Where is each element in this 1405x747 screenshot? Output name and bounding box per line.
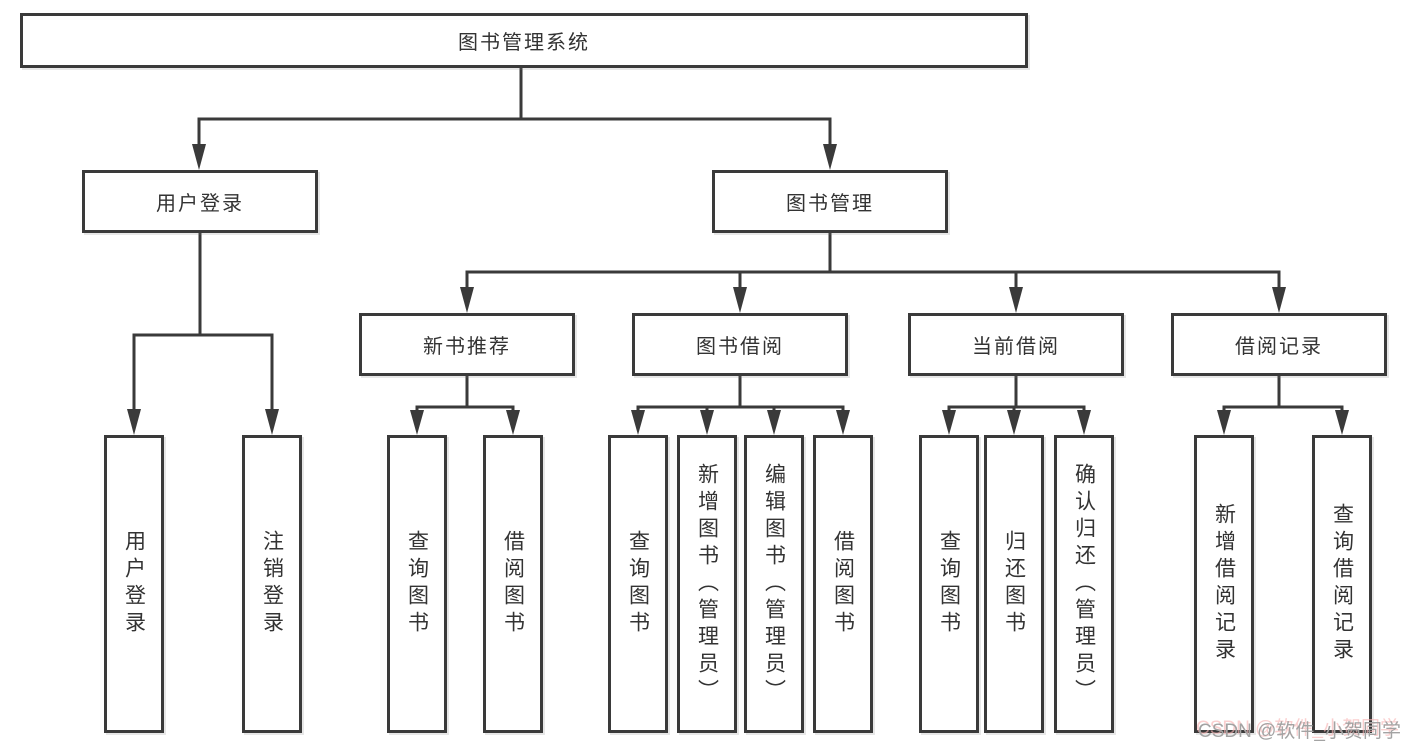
node-borrow-books-leaf: 借阅图书 [813, 435, 873, 733]
node-add-books-admin: 新增图书（管理员） [677, 435, 737, 733]
node-label: 编辑图书（管理员） [762, 462, 786, 706]
watermark: CSDN @软件_小贺同学 [1198, 721, 1401, 742]
node-library-management-system: 图书管理系统 [20, 13, 1028, 68]
node-query-borrow-record: 查询借阅记录 [1312, 435, 1372, 733]
node-borrow-books-recommend: 借阅图书 [483, 435, 543, 733]
node-edit-books-admin: 编辑图书（管理员） [744, 435, 804, 733]
node-add-borrow-record: 新增借阅记录 [1194, 435, 1254, 733]
node-user-login-leaf: 用户登录 [104, 435, 164, 733]
node-label: 注销登录 [260, 530, 284, 638]
arrow-down-icons [127, 144, 1349, 435]
node-confirm-return-admin: 确认归还（管理员） [1054, 435, 1114, 733]
node-label: 新增图书（管理员） [695, 462, 719, 706]
node-book-management: 图书管理 [712, 170, 948, 233]
node-logout-leaf: 注销登录 [242, 435, 302, 733]
node-label: 查询图书 [405, 530, 429, 638]
node-label: 新书推荐 [423, 336, 511, 358]
node-label: 用户登录 [122, 530, 146, 638]
node-new-book-recommend: 新书推荐 [359, 313, 575, 376]
node-label: 当前借阅 [972, 336, 1060, 358]
node-return-books: 归还图书 [984, 435, 1044, 733]
tree-edges [132, 68, 1344, 413]
node-label: 图书借阅 [696, 336, 784, 358]
node-user-login: 用户登录 [82, 170, 318, 233]
node-borrow-records: 借阅记录 [1171, 313, 1387, 376]
node-label: 借阅图书 [831, 530, 855, 638]
node-label: 借阅记录 [1235, 336, 1323, 358]
node-book-borrow: 图书借阅 [632, 313, 848, 376]
node-label: 借阅图书 [501, 530, 525, 638]
node-current-borrow: 当前借阅 [908, 313, 1124, 376]
node-label: 查询图书 [937, 530, 961, 638]
node-query-books-borrow: 查询图书 [608, 435, 668, 733]
node-label: 确认归还（管理员） [1072, 462, 1096, 706]
node-label: 查询借阅记录 [1330, 503, 1354, 665]
node-query-books-current: 查询图书 [919, 435, 979, 733]
node-label: 用户登录 [156, 193, 244, 215]
node-label: 新增借阅记录 [1212, 503, 1236, 665]
node-label: 图书管理 [786, 193, 874, 215]
node-query-books-recommend: 查询图书 [387, 435, 447, 733]
node-label: 图书管理系统 [458, 32, 590, 54]
node-label: 归还图书 [1002, 530, 1026, 638]
node-label: 查询图书 [626, 530, 650, 638]
